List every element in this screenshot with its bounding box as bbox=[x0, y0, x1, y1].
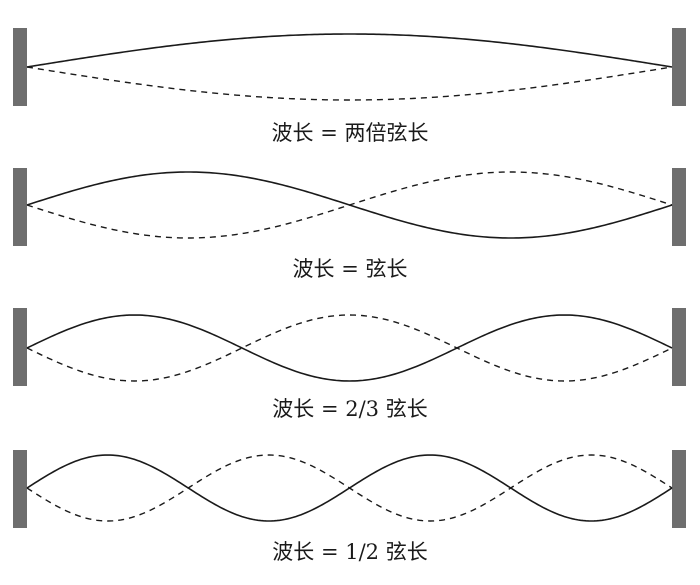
left-wall bbox=[13, 168, 27, 246]
wavelength-caption: 波长 = 2/3 弦长 bbox=[272, 397, 427, 421]
right-wall bbox=[672, 450, 686, 528]
panel-one-string-length: 波长 = 弦长 bbox=[13, 168, 686, 281]
wave-solid bbox=[26, 314, 673, 382]
wavelength-caption: 波长 = 两倍弦长 bbox=[272, 121, 429, 145]
left-wall bbox=[13, 308, 27, 386]
wave-dashed bbox=[26, 314, 673, 382]
left-wall bbox=[13, 28, 27, 106]
wavelength-caption: 波长 = 1/2 弦长 bbox=[272, 540, 427, 564]
panel-half-string-length: 波长 = 1/2 弦长 bbox=[13, 450, 686, 564]
wave-dashed bbox=[26, 171, 673, 239]
right-wall bbox=[672, 308, 686, 386]
wave-dashed bbox=[26, 454, 673, 522]
right-wall bbox=[672, 28, 686, 106]
wave-dashed bbox=[26, 66, 673, 101]
wave-solid bbox=[26, 33, 673, 68]
panel-two-string-lengths: 波长 = 两倍弦长 bbox=[13, 28, 686, 145]
panel-two-thirds-string-length: 波长 = 2/3 弦长 bbox=[13, 308, 686, 421]
left-wall bbox=[13, 450, 27, 528]
right-wall bbox=[672, 168, 686, 246]
wavelength-caption: 波长 = 弦长 bbox=[293, 257, 408, 281]
